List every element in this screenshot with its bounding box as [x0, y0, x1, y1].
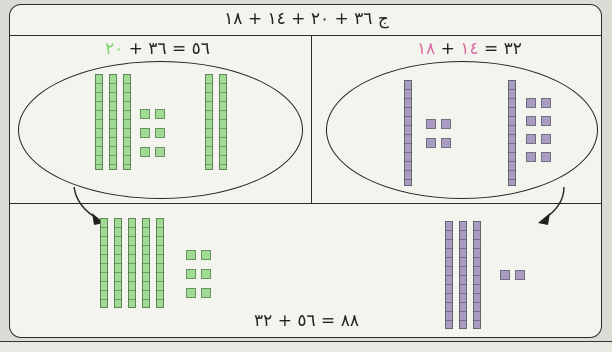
right-first-addend: ١٤ — [460, 39, 478, 59]
left-first-addend: ٢٠ — [105, 39, 123, 59]
right-second-addend: ١٨ — [417, 39, 435, 59]
right-curved-arrow-icon — [530, 185, 570, 233]
center-divider — [311, 35, 312, 203]
left-equation: ٥٦ = ٣٦ + ٢٠ — [105, 39, 210, 59]
right-sum: ٣٢ = — [479, 39, 522, 59]
right-equation: ٣٢ = ١٤ + ١٨ — [417, 39, 522, 59]
left-sum: ٥٦ = ٣٦ + — [123, 39, 210, 59]
header-divider — [10, 35, 601, 36]
final-equation: ٨٨ = ٥٦ + ٣٢ — [10, 311, 603, 331]
right-plus: + — [435, 39, 460, 59]
right-grouping-ellipse — [326, 61, 598, 199]
final-equation-text: ٨٨ = ٥٦ + ٣٢ — [254, 311, 359, 331]
next-item-border — [0, 341, 612, 352]
header-equation: ج ٣٦ + ٢٠ + ١٤ + ١٨ — [10, 9, 603, 29]
worksheet-panel: ج ٣٦ + ٢٠ + ١٤ + ١٨ ٥٦ = ٣٦ + ٢٠ ٣٢ = ١٤… — [9, 4, 602, 338]
header-expression: ج ٣٦ + ٢٠ + ١٤ + ١٨ — [224, 9, 389, 29]
